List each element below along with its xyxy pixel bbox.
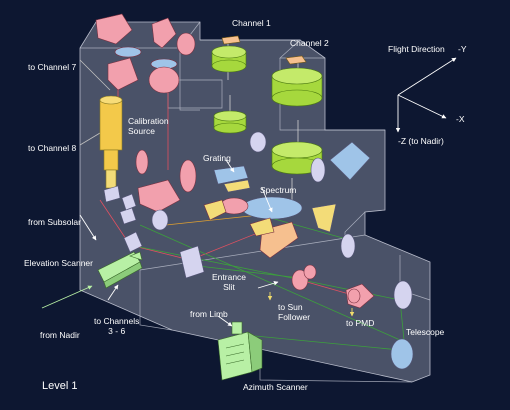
label-level: Level 1 <box>42 380 78 392</box>
label-channel-1: Channel 1 <box>232 18 271 28</box>
label-to-channel-7: to Channel 7 <box>28 62 77 72</box>
label-grating: Grating <box>203 153 231 163</box>
label-from-subsolar: from Subsolar <box>28 217 81 227</box>
azimuth-scanner <box>217 321 263 381</box>
telescope-mirrors <box>390 280 414 370</box>
label-to-channel-8: to Channel 8 <box>28 143 77 153</box>
channel-1-optics <box>211 45 247 134</box>
label-spectrum: Spectrum <box>260 185 297 195</box>
label-flight-direction: Flight Direction <box>388 44 445 54</box>
channel-7-8-optics <box>95 13 196 94</box>
label-axis-minus-z: -Z (to Nadir) <box>398 136 444 146</box>
label-from-nadir: from Nadir <box>40 330 80 340</box>
pointer-arrows <box>41 159 355 327</box>
pink-mirrors <box>135 149 299 259</box>
label-axis-minus-y: -Y <box>458 44 467 54</box>
label-axis-minus-x: -X <box>456 114 465 124</box>
coordinate-axes <box>395 57 457 133</box>
sun-follower-optics <box>291 264 375 309</box>
calibration-source <box>99 95 123 189</box>
label-from-limb: from Limb <box>190 309 228 319</box>
label-to-channels-3-6: to Channels 3 - 6 <box>94 316 140 336</box>
label-telescope: Telescope <box>406 327 445 337</box>
channel-2-optics <box>271 67 323 175</box>
label-to-pmd: to PMD <box>346 318 375 328</box>
label-azimuth-scanner: Azimuth Scanner <box>243 382 308 392</box>
label-calibration-source: Calibration Source <box>128 116 169 136</box>
label-entrance-slit: Entrance Slit <box>212 272 247 292</box>
label-channel-2: Channel 2 <box>290 38 329 48</box>
elevation-scanner <box>97 251 143 289</box>
relay-optics <box>103 185 356 279</box>
label-elevation-scanner: Elevation Scanner <box>24 258 93 268</box>
label-to-sun-follower: to Sun Follower <box>278 302 311 322</box>
detector-plates <box>221 35 307 65</box>
